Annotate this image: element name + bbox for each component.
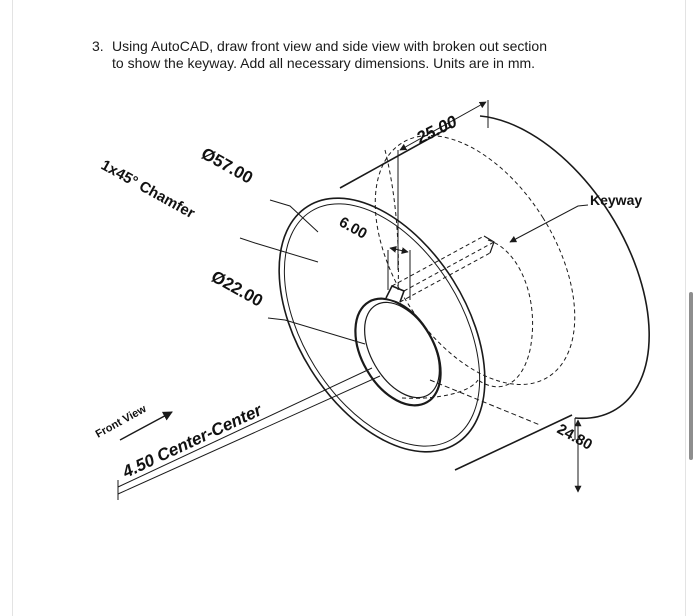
label-bore-diameter: Ø22.00 xyxy=(208,267,266,311)
center-line-1 xyxy=(117,367,373,488)
label-dim-width: 25.00 xyxy=(413,112,461,148)
center-line-2 xyxy=(117,375,381,495)
dim-width-line xyxy=(399,101,487,151)
leader-keyway xyxy=(509,204,589,243)
scrollbar-thumb[interactable] xyxy=(689,292,693,460)
question-number: 3. xyxy=(92,38,104,54)
bottom-silhouette xyxy=(454,414,573,471)
front-face-chamfer xyxy=(283,203,481,447)
question-line-2: to show the keyway. Add all necessary di… xyxy=(112,55,536,71)
label-keyway: Keyway xyxy=(590,192,642,208)
keyway-hidden-1 xyxy=(391,235,485,287)
bore-outer xyxy=(354,297,442,407)
back-face-visible-arc xyxy=(479,115,650,420)
center-hidden-line xyxy=(429,379,541,426)
keyway-hidden-2 xyxy=(403,241,495,292)
keyway-slot-end xyxy=(483,235,495,254)
dimension-lines xyxy=(117,100,589,500)
keyway-hidden-3 xyxy=(399,252,491,303)
label-keyway-width: 6.00 xyxy=(336,214,370,243)
bore-inner xyxy=(364,301,440,399)
leader-outer-dia xyxy=(269,199,319,233)
back-face-hidden xyxy=(374,135,576,385)
label-chamfer: 1x45° Chamfer xyxy=(98,157,198,223)
hidden-arc-top xyxy=(384,149,399,291)
front-face-outer xyxy=(278,197,486,453)
back-bore-hidden xyxy=(477,239,534,388)
label-outer-diameter: Ø57.00 xyxy=(198,144,256,188)
leader-chamfer xyxy=(239,237,319,263)
wheel-body xyxy=(278,115,650,471)
label-front-view: Front View xyxy=(94,403,149,441)
leader-bore xyxy=(267,317,366,345)
keyway-notch xyxy=(385,284,406,303)
back-bore-hidden-2 xyxy=(401,379,479,399)
page-frame xyxy=(12,0,686,616)
front-view-arrow xyxy=(119,411,173,441)
drawing-labels: 25.00 Ø57.00 1x45° Chamfer 6.00 Keyway Ø… xyxy=(94,112,643,482)
question-line-1: Using AutoCAD, draw front view and side … xyxy=(112,38,547,54)
dim-keyway-line xyxy=(389,245,409,255)
